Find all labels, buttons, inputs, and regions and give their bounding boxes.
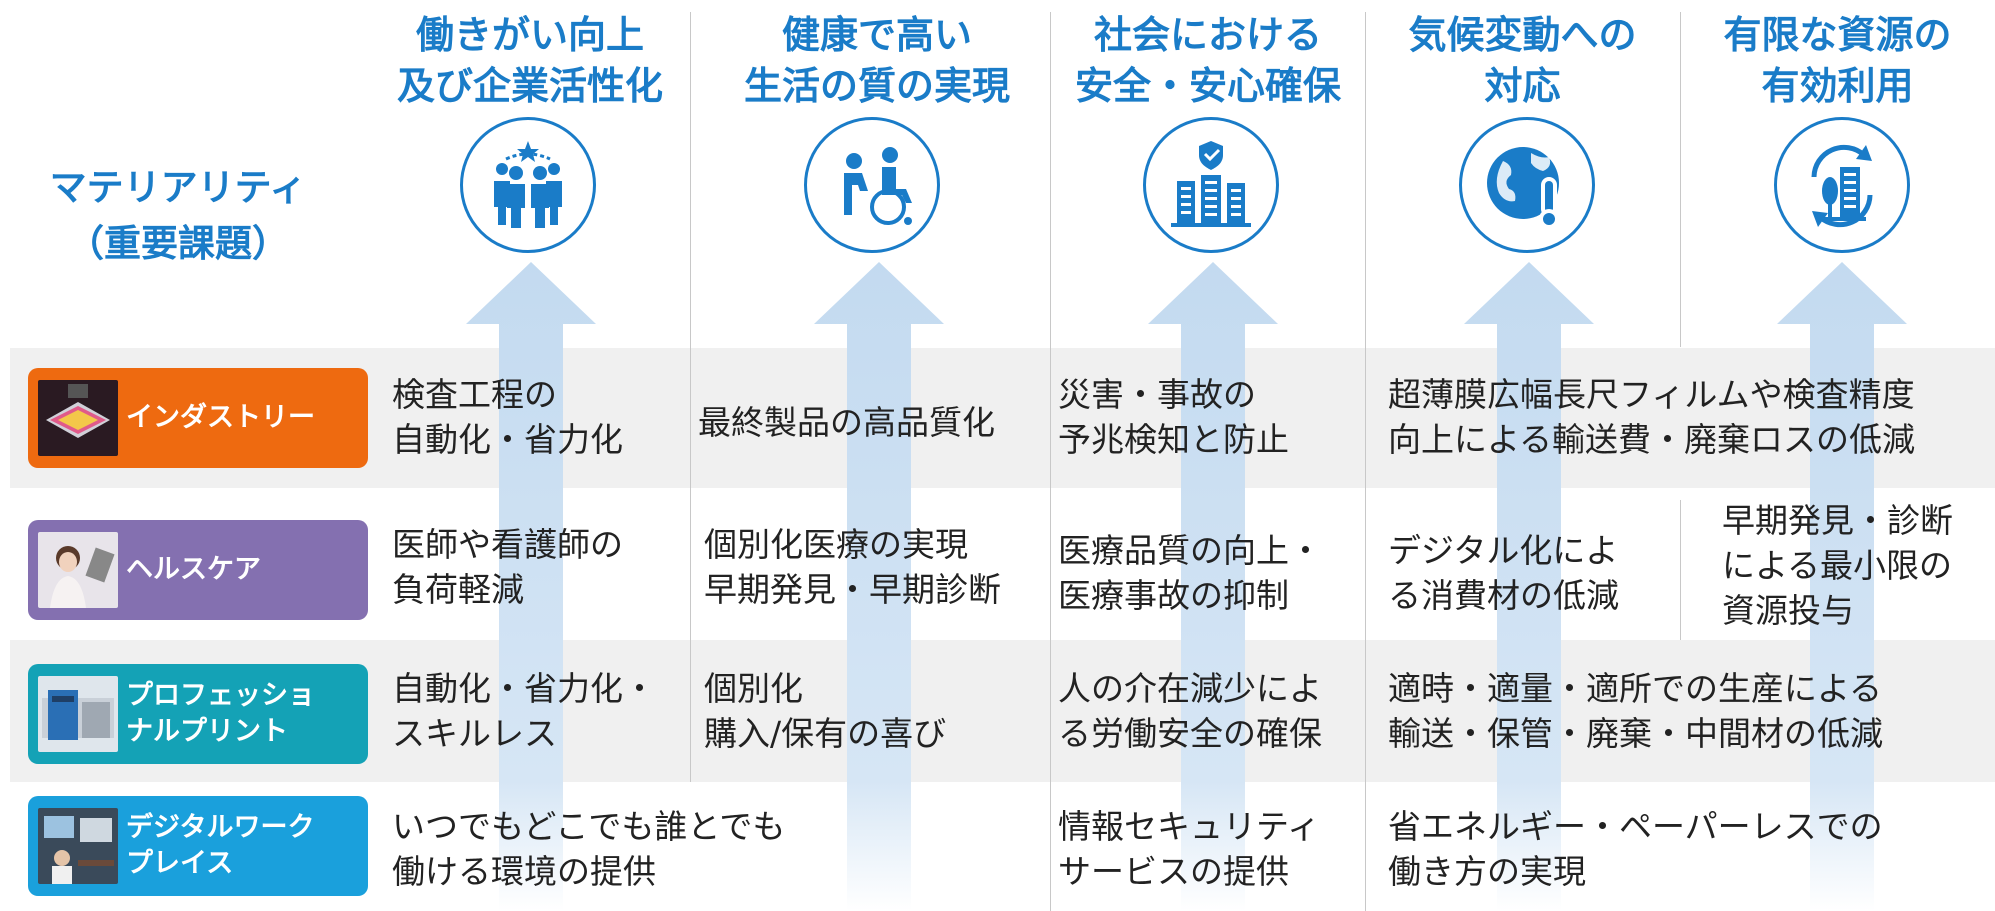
materiality-title: マテリアリティ （重要課題） — [49, 166, 307, 265]
column-divider — [690, 12, 691, 782]
recycle-building-icon — [1774, 117, 1910, 253]
globe-thermometer-icon — [1459, 117, 1595, 253]
materiality-heading-climate: 気候変動への 対応 — [1408, 13, 1637, 108]
segment-label: インダストリー — [126, 402, 315, 433]
city-shield-icon — [1143, 117, 1279, 253]
cell-healthcare-work: 医師や看護師の 負荷軽減 — [392, 525, 623, 609]
wheelchair-care-icon — [844, 147, 912, 225]
column-divider — [1365, 12, 1366, 911]
column-divider — [1050, 12, 1051, 911]
cell-digital-climate-resources: 省エネルギー・ペーパーレスでの 働き方の実現 — [1388, 807, 1883, 891]
city-shield-icon — [1171, 141, 1251, 227]
cell-healthcare-safety: 医療品質の向上・ 医療事故の抑制 — [1058, 531, 1322, 615]
team-star-icon — [494, 141, 562, 228]
printer-photo-icon — [38, 676, 118, 752]
healthcare-photo-icon — [38, 532, 118, 608]
column-divider — [1680, 12, 1681, 347]
cell-industry-climate-resources: 超薄膜広幅長尺フィルムや検査精度 向上による輸送費・廃棄ロスの低減 — [1388, 375, 1916, 459]
office-photo-icon — [38, 808, 118, 884]
cell-digital-safety: 情報セキュリティ サービスの提供 — [1058, 807, 1321, 891]
cell-healthcare-health: 個別化医療の実現 早期発見・早期診断 — [704, 525, 1001, 609]
segment-healthcare: ヘルスケア — [28, 520, 368, 620]
upward-arrow — [466, 262, 596, 911]
cell-industry-safety: 災害・事故の 予兆検知と防止 — [1058, 375, 1289, 459]
industry-photo-icon — [38, 380, 118, 456]
cell-industry-work: 検査工程の 自動化・省力化 — [392, 375, 623, 459]
upward-arrow — [1464, 262, 1594, 911]
globe-thermometer-icon — [1487, 147, 1559, 229]
materiality-heading-work: 働きがい向上 及び企業活性化 — [396, 13, 663, 108]
segment-label: ヘルスケア — [126, 554, 261, 585]
cell-healthcare-climate: デジタル化によ る消費材の低減 — [1388, 531, 1619, 615]
segment-professional-print: プロフェッショ ナルプリント — [28, 664, 368, 764]
segment-label: デジタルワーク プレイス — [126, 812, 315, 879]
materiality-heading-safety: 社会における 安全・安心確保 — [1074, 13, 1341, 108]
upward-arrow — [814, 262, 944, 911]
column-divider — [1680, 500, 1681, 640]
upward-arrow — [1777, 262, 1907, 911]
cell-industry-health: 最終製品の高品質化 — [698, 403, 995, 442]
cell-print-safety: 人の介在減少によ る労働安全の確保 — [1058, 669, 1322, 753]
cell-healthcare-resources: 早期発見・診断 による最小限の 資源投与 — [1722, 501, 1953, 630]
segment-label: プロフェッショ ナルプリント — [126, 680, 315, 747]
cell-print-work: 自動化・省力化・ スキルレス — [392, 669, 656, 753]
segment-digital-workplace: デジタルワーク プレイス — [28, 796, 368, 896]
recycle-building-icon — [1811, 144, 1873, 228]
materiality-heading-health: 健康で高い 生活の質の実現 — [743, 13, 1010, 108]
cell-digital-work-health: いつでもどこでも誰とでも 働ける環境の提供 — [392, 807, 786, 891]
team-star-icon — [460, 117, 596, 253]
cell-print-health: 個別化 購入/保有の喜び — [704, 669, 947, 753]
upward-arrow — [1148, 262, 1278, 911]
segment-industry: インダストリー — [28, 368, 368, 468]
materiality-heading-resources: 有限な資源の 有効利用 — [1723, 13, 1952, 108]
wheelchair-care-icon — [804, 117, 940, 253]
cell-print-climate-resources: 適時・適量・適所での生産による 輸送・保管・廃棄・中間材の低減 — [1388, 669, 1883, 753]
